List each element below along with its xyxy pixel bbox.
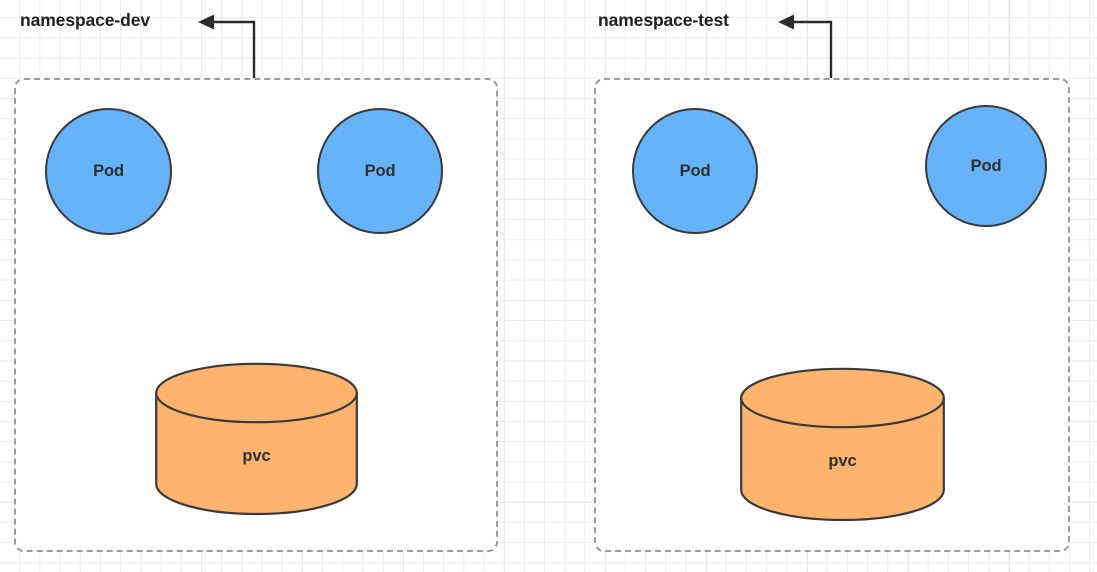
- pvc-cylinder-test[interactable]: pvc: [740, 367, 945, 522]
- pod-label: Pod: [93, 162, 124, 180]
- pod-label: Pod: [970, 156, 1002, 175]
- pod-label: Pod: [364, 161, 396, 180]
- pod-dev-2[interactable]: Pod: [317, 108, 443, 234]
- namespace-label-dev: namespace-dev: [20, 10, 151, 30]
- pvc-label: pvc: [242, 446, 271, 465]
- pvc-cylinder-dev[interactable]: pvc: [155, 362, 358, 516]
- pvc-label: pvc: [828, 452, 857, 470]
- pod-label: Pod: [679, 161, 711, 180]
- namespace-label-test: namespace-test: [598, 10, 729, 30]
- namespace-pointer-arrow-test: [766, 10, 843, 82]
- pod-test-2[interactable]: Pod: [925, 105, 1047, 227]
- namespace-pointer-arrow-dev: [186, 10, 266, 82]
- pod-test-1[interactable]: Pod: [632, 108, 758, 234]
- pod-dev-1[interactable]: Pod: [45, 108, 172, 235]
